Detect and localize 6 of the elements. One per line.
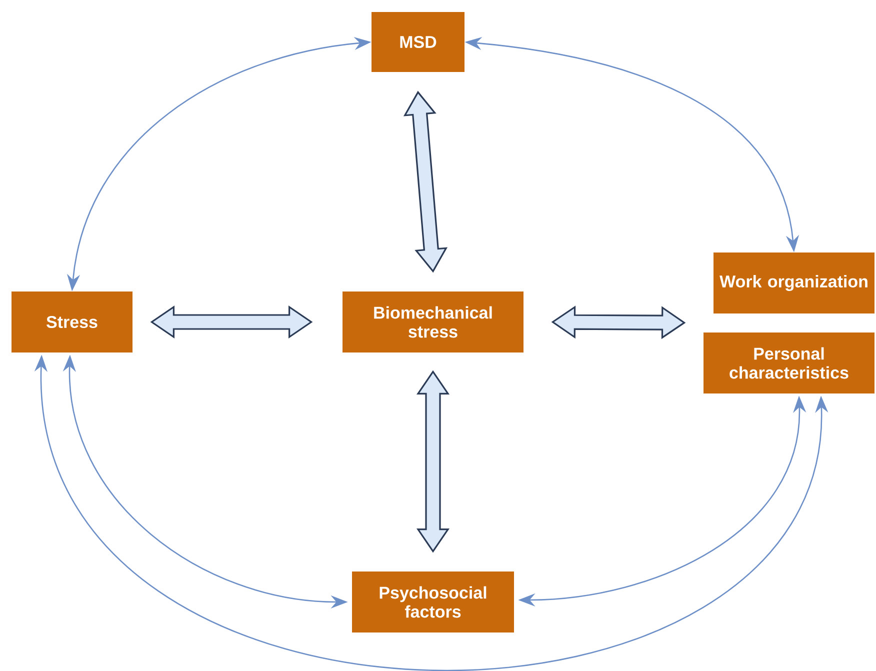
process-box: Stress [12,292,132,352]
process-box: Psychosocial factors [352,572,514,632]
process-box: Biomechanical stress [342,292,524,352]
process-box: Work organization [714,252,874,314]
process-box: Personal characteristics [704,332,874,394]
process-box: MSD [372,12,464,72]
